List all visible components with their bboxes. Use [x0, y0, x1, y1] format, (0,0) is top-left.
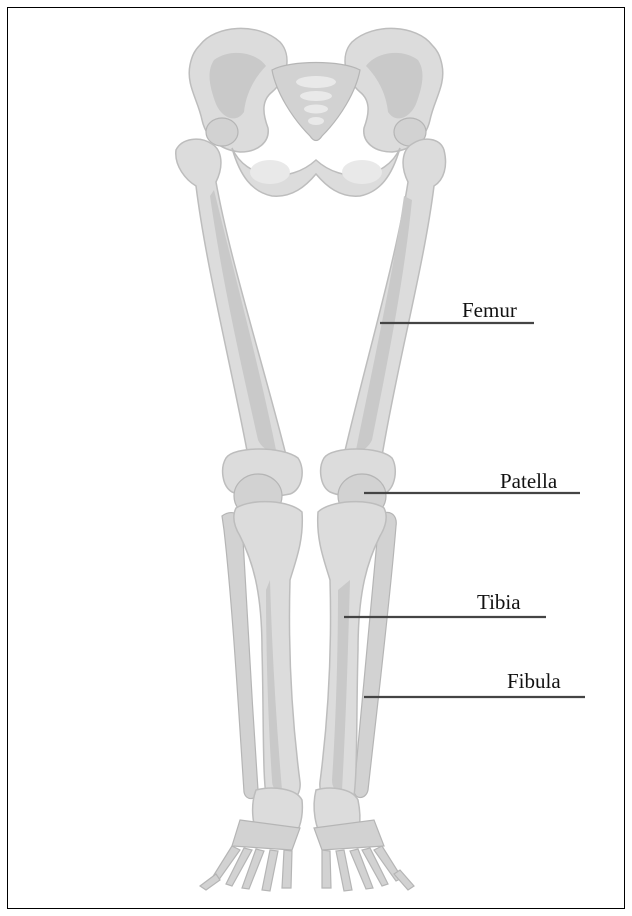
patella-label: Patella — [500, 469, 558, 493]
right-foot — [314, 788, 414, 891]
tibia-label: Tibia — [477, 590, 521, 614]
left-lower-leg — [222, 502, 302, 806]
left-foot — [200, 788, 302, 891]
femur-label: Femur — [462, 298, 517, 322]
fibula-label: Fibula — [507, 669, 561, 693]
right-lower-leg — [318, 502, 397, 806]
